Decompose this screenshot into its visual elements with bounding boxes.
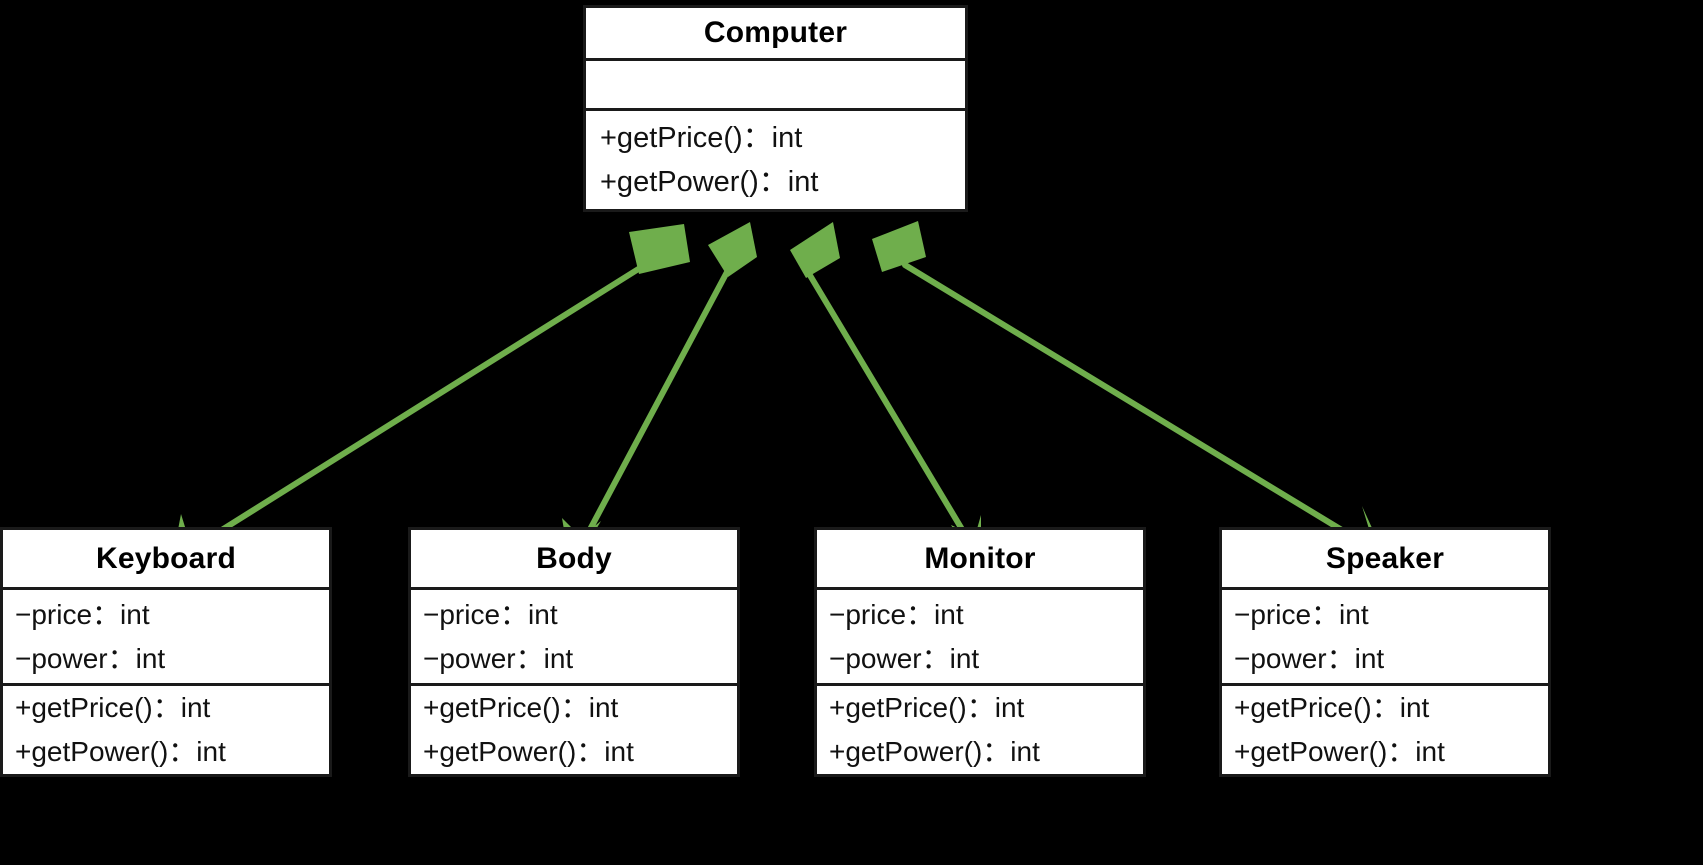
composition-diamond-speaker <box>872 221 926 272</box>
compartment-divider <box>1222 683 1548 686</box>
connector-line-speaker <box>902 262 1381 555</box>
uml-class-body[interactable]: Body −price：int −power：int +getPrice()：i… <box>408 527 740 777</box>
compartment-divider <box>3 587 329 591</box>
connector-computer-speaker[interactable] <box>872 221 1392 572</box>
attributes-compartment-body: −price：int −power：int <box>411 590 737 683</box>
class-name-monitor: Monitor <box>924 541 1036 575</box>
operation-row: +getPrice()：int <box>15 692 211 723</box>
operation-row: +getPrice()：int <box>423 692 619 723</box>
compartment-divider <box>817 587 1143 591</box>
operation-row: +getPower()：int <box>600 166 819 198</box>
class-name-body: Body <box>536 541 612 575</box>
compartment-divider <box>411 587 737 591</box>
attributes-compartment-speaker: −price：int −power：int <box>1222 590 1548 683</box>
uml-class-monitor[interactable]: Monitor −price：int −power：int +getPrice(… <box>814 527 1146 777</box>
uml-class-computer[interactable]: Computer +getPrice()：int +getPower()：int <box>583 5 968 212</box>
attributes-compartment-monitor: −price：int −power：int <box>817 590 1143 683</box>
operation-row: +getPower()：int <box>423 736 634 767</box>
operation-row: +getPower()：int <box>15 736 226 767</box>
connector-line-keyboard <box>182 265 643 556</box>
attribute-row: −power：int <box>1234 642 1385 674</box>
attribute-row: −price：int <box>1234 598 1369 630</box>
compartment-divider <box>3 683 329 686</box>
operations-compartment-keyboard: +getPrice()：int +getPower()：int <box>3 686 329 774</box>
operation-row: +getPower()：int <box>1234 736 1445 767</box>
connector-computer-keyboard[interactable] <box>170 224 690 572</box>
operations-compartment-computer: +getPrice()：int +getPower()：int <box>586 111 965 209</box>
class-name-keyboard: Keyboard <box>96 541 236 575</box>
composition-diamond-keyboard <box>629 224 690 274</box>
attribute-row: −price：int <box>423 598 558 630</box>
attribute-row: −price：int <box>829 598 964 630</box>
uml-class-keyboard[interactable]: Keyboard −price：int −power：int +getPrice… <box>0 527 332 777</box>
connector-computer-monitor[interactable] <box>790 222 981 572</box>
operations-compartment-monitor: +getPrice()：int +getPower()：int <box>817 686 1143 774</box>
compartment-divider <box>411 683 737 686</box>
operations-compartment-body: +getPrice()：int +getPower()：int <box>411 686 737 774</box>
attribute-row: −power：int <box>15 642 166 674</box>
connector-line-body <box>575 269 730 555</box>
composition-diamond-monitor <box>790 222 840 278</box>
attributes-compartment-keyboard: −price：int −power：int <box>3 590 329 683</box>
operation-row: +getPrice()：int <box>600 122 803 154</box>
operation-row: +getPower()：int <box>829 736 1040 767</box>
operations-compartment-speaker: +getPrice()：int +getPower()：int <box>1222 686 1548 774</box>
compartment-divider <box>1222 587 1548 591</box>
operation-row: +getPrice()：int <box>1234 692 1430 723</box>
composition-diamond-body <box>708 222 757 277</box>
operation-row: +getPrice()：int <box>829 692 1025 723</box>
connector-computer-body[interactable] <box>562 222 757 572</box>
uml-class-speaker[interactable]: Speaker −price：int −power：int +getPrice(… <box>1219 527 1551 777</box>
connector-line-monitor <box>805 269 978 554</box>
compartment-divider <box>586 108 965 111</box>
attribute-row: −power：int <box>423 642 574 674</box>
class-name-computer: Computer <box>703 16 848 50</box>
compartment-divider <box>817 683 1143 686</box>
attribute-row: −price：int <box>15 598 150 630</box>
compartment-divider <box>586 58 965 62</box>
attribute-row: −power：int <box>829 642 980 674</box>
attributes-compartment-computer <box>586 61 965 108</box>
class-name-speaker: Speaker <box>1325 541 1445 575</box>
